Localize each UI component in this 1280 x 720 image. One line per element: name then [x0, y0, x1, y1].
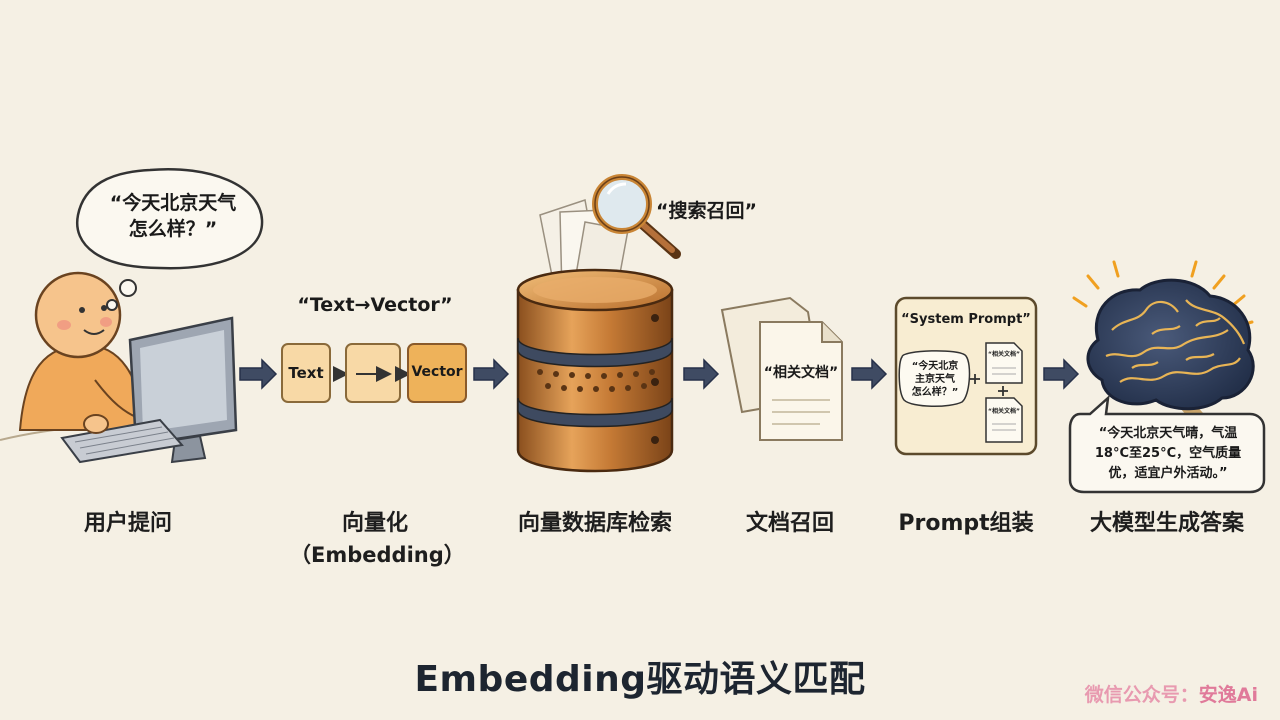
step-label-embedding: 向量化 （Embedding）	[290, 505, 465, 569]
step-label-llm-answer: 大模型生成答案	[1072, 505, 1262, 537]
watermark-brand: 安逸Ai	[1198, 684, 1258, 706]
prompt-doc1-label: “相关文档”	[988, 351, 1020, 358]
search-recall-label: “搜索召回”	[656, 200, 757, 222]
prompt-question-line2: 主京天气	[915, 374, 955, 385]
text-box	[281, 343, 331, 403]
documents-illustration	[720, 296, 843, 441]
step-label-text: 用户提问	[83, 511, 172, 536]
user-speech-bubble	[75, 168, 264, 311]
vector-db-illustration	[516, 174, 681, 473]
text-box-label: Text	[288, 364, 324, 382]
watermark-prefix: 微信公众号：	[1084, 684, 1199, 706]
prompt-question: “今天北京 主京天气 怎么样？”	[900, 360, 970, 399]
system-prompt-title: “System Prompt”	[901, 312, 1031, 327]
vector-box	[407, 343, 467, 403]
user-question-text: “今天北京天气 怎么样？”	[88, 190, 258, 242]
answer-line1: “今天北京天气晴，气温	[1098, 426, 1238, 441]
magnifier-icon	[592, 174, 681, 259]
answer-line3: 优，适宜户外活动。”	[1108, 466, 1228, 481]
prompt-question-line3: 怎么样？”	[911, 387, 959, 398]
vector-box-label: Vector	[411, 364, 463, 380]
vectorize-illustration	[281, 343, 467, 403]
user-question-line2: 怎么样？”	[128, 218, 218, 240]
step-label-text: Prompt组装	[898, 511, 1034, 536]
step-label-doc-recall: 文档召回	[720, 505, 860, 537]
step-label-text: 大模型生成答案	[1089, 511, 1244, 536]
brain-illustration	[1072, 260, 1255, 427]
step-label-subtext: （Embedding）	[290, 543, 465, 567]
step-label-user-question: 用户提问	[48, 505, 208, 537]
watermark: 微信公众号：安逸Ai	[1085, 680, 1258, 707]
answer-text: “今天北京天气晴，气温 18°C至25°C，空气质量 优，适宜户外活动。”	[1074, 424, 1262, 484]
prompt-doc2-label: “相关文档”	[988, 408, 1020, 415]
db-dots	[537, 369, 655, 392]
docs-label: “相关文档”	[763, 365, 839, 381]
diagram-caption: Embedding驱动语义匹配	[414, 659, 866, 700]
user-illustration	[0, 271, 238, 464]
prompt-panel-illustration	[894, 296, 1038, 456]
step-label-text: 向量数据库检索	[517, 511, 672, 536]
vector-title: “Text→Vector”	[297, 294, 453, 316]
flow-arrows	[239, 358, 1080, 390]
step-label-prompt: Prompt组装	[886, 505, 1046, 537]
user-question-line1: “今天北京天气	[109, 192, 237, 214]
step-label-vector-db: 向量数据库检索	[500, 505, 690, 537]
step-label-text: 向量化	[341, 511, 408, 536]
prompt-question-line1: “今天北京	[911, 361, 959, 372]
answer-line2: 18°C至25°C，空气质量	[1094, 446, 1242, 461]
step-label-text: 文档召回	[745, 511, 834, 536]
answer-speech-bubble	[1068, 394, 1266, 494]
keyboard	[60, 418, 184, 464]
